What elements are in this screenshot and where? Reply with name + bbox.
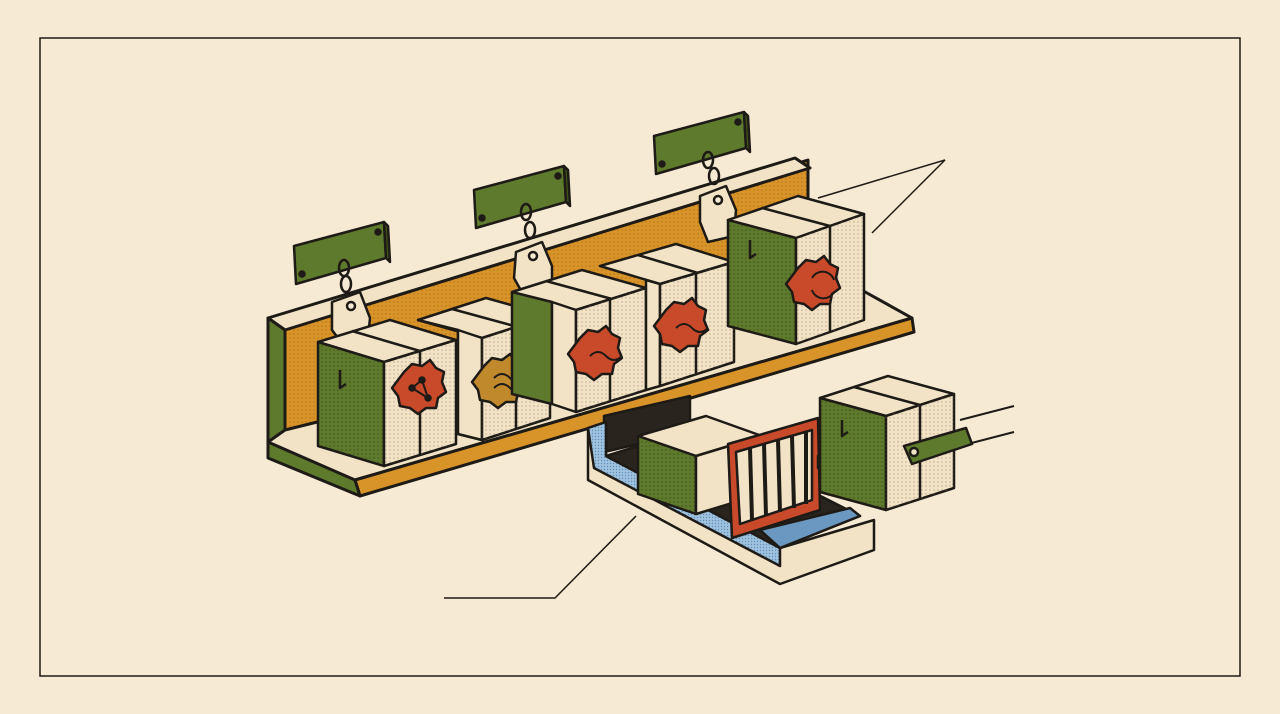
lower-channel [586, 394, 876, 586]
shelf-boxes [316, 194, 866, 468]
shelf-front-edge [266, 440, 362, 498]
conveyor-arm-icon [902, 405, 1015, 466]
callout-line-top [817, 159, 946, 234]
channel-blue-floor [758, 506, 862, 550]
callout-line-bottom [444, 515, 637, 599]
outgoing-box [818, 374, 1015, 512]
nodes-icon [390, 358, 448, 416]
box-1 [316, 318, 458, 468]
box-3 [510, 268, 648, 414]
gate-icon [726, 416, 842, 540]
wave-icon [566, 324, 624, 382]
cycle-icon [784, 254, 842, 312]
price-tag-icon [472, 164, 572, 298]
frame-border [39, 37, 1241, 677]
box-5 [726, 194, 866, 346]
box-4 [598, 242, 736, 392]
wave-icon [652, 296, 710, 354]
callout-lines [444, 159, 946, 599]
